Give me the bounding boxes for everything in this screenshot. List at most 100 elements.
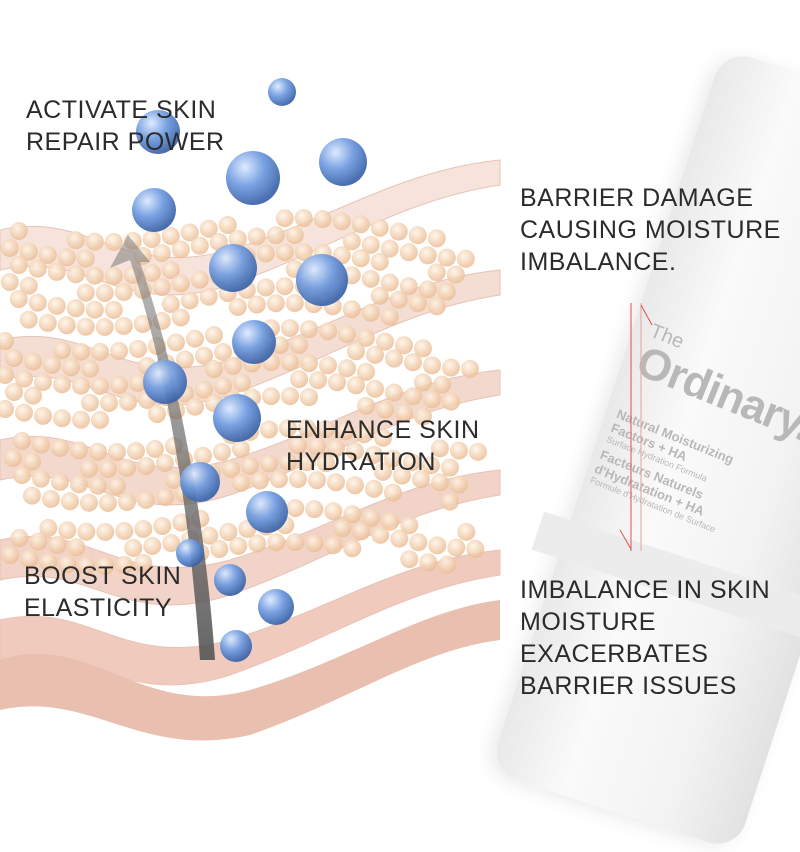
skin-cell (266, 294, 285, 313)
skin-cell (153, 517, 172, 536)
moisture-bubble (132, 188, 176, 232)
skin-cell (205, 326, 223, 345)
skin-cell (219, 523, 238, 542)
skin-cell (326, 473, 345, 492)
skin-cell (347, 342, 365, 361)
upward-arrow (110, 235, 215, 660)
skin-cell (88, 476, 107, 495)
skin-cell (39, 552, 58, 571)
skin-cell (104, 232, 123, 251)
skin-cell (347, 376, 365, 395)
skin-cell (399, 243, 418, 262)
skin-cell (98, 459, 117, 478)
skin-cell (129, 373, 147, 392)
skin-cell (31, 435, 50, 454)
skin-cell (466, 539, 485, 558)
skin-cell (190, 236, 209, 255)
skin-cell (427, 297, 446, 316)
skin-cell (143, 536, 162, 555)
skin-cell (176, 350, 194, 369)
skin-cell (66, 265, 85, 284)
skin-cell (72, 342, 90, 361)
skin-cell (5, 348, 23, 367)
skin-cell (81, 393, 99, 412)
skin-cell (218, 216, 237, 235)
skin-cell (256, 278, 275, 297)
skin-cell (409, 533, 428, 552)
skin-cell (328, 373, 346, 392)
skin-cell (214, 343, 232, 362)
caption-imbalance: IMBALANCE IN SKIN MOISTURE EXACERBATES B… (520, 576, 771, 700)
skin-cell (442, 358, 460, 377)
skin-cell (408, 294, 427, 313)
skin-cell (62, 358, 80, 377)
moisture-bubble (296, 254, 348, 306)
skin-cell (418, 280, 437, 299)
skin-cell (0, 400, 14, 418)
skin-cell (224, 356, 242, 375)
arrow-head-down (619, 529, 632, 550)
skin-cell (366, 345, 384, 364)
skin-cell (161, 295, 180, 314)
skin-cell (266, 226, 285, 245)
moisture-bubble (209, 244, 257, 292)
skin-cell (402, 453, 421, 472)
skin-cell (376, 332, 394, 351)
skin-cell (114, 316, 133, 335)
skin-cell (433, 375, 451, 394)
skin-cell (294, 243, 313, 262)
skin-cell (22, 486, 41, 505)
skin-cell (305, 534, 324, 553)
skin-cell (370, 252, 389, 271)
skin-cell (364, 445, 383, 464)
skin-cell (300, 354, 318, 373)
skin-cell (373, 462, 392, 481)
skin-cell (72, 410, 90, 429)
skin-cell (95, 283, 114, 302)
skin-cell (376, 400, 394, 419)
skin-cell (259, 420, 278, 439)
skin-cell (104, 300, 123, 319)
skin-cell (248, 534, 267, 553)
skin-cell (77, 522, 96, 541)
skin-cell (34, 372, 52, 391)
skin-cell (148, 405, 166, 424)
skin-cell (231, 439, 250, 458)
skin-cell (28, 259, 47, 278)
skin-cell (300, 388, 318, 407)
skin-cell (193, 446, 212, 465)
skin-cell (449, 441, 468, 460)
skin-cell (231, 473, 250, 492)
skin-cell (361, 269, 380, 288)
skin-cell (366, 379, 384, 398)
skin-cell (115, 555, 134, 574)
caption-barrier-damage: BARRIER DAMAGE CAUSING MOISTURE IMBALANC… (520, 184, 781, 276)
skin-cell (380, 307, 399, 326)
skin-cell (278, 453, 297, 472)
skin-cell (351, 249, 370, 268)
skin-cell (119, 392, 137, 411)
moisture-bubble (143, 360, 187, 404)
skin-cell (381, 512, 400, 531)
skin-cell (262, 387, 280, 406)
skin-cell (285, 294, 304, 313)
skin-cell (72, 376, 90, 395)
skin-cell (324, 536, 343, 555)
skin-cell (126, 441, 145, 460)
skin-cell (66, 299, 85, 318)
skin-cell (117, 492, 136, 511)
skin-cell (43, 355, 61, 374)
skin-cell (256, 244, 275, 263)
skin-cell (389, 222, 408, 241)
skin-cell (343, 505, 362, 524)
skin-cell (278, 419, 297, 438)
moisture-bubble (226, 151, 280, 205)
skin-cell (12, 431, 31, 450)
skin-cell (58, 555, 77, 574)
skin-cell (195, 346, 213, 365)
skin-cell (3, 448, 22, 467)
skin-cell (104, 266, 123, 285)
skin-cell (442, 392, 460, 411)
skin-cell (247, 295, 266, 314)
skin-cell (142, 263, 161, 282)
